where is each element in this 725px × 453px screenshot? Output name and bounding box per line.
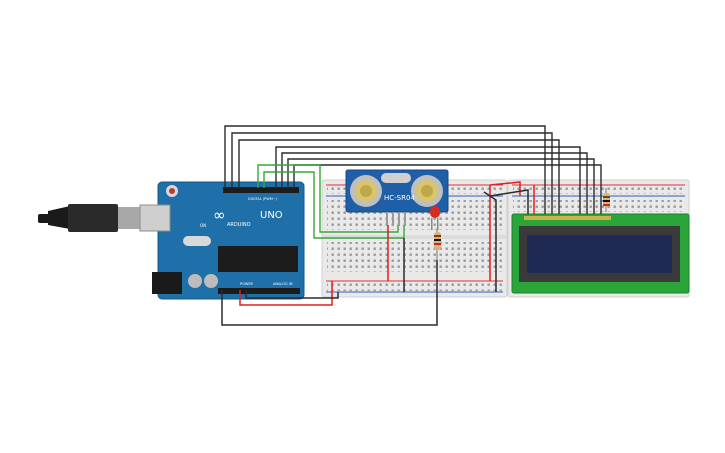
arduino-on-label: ON [200,223,206,228]
ultrasonic-sensor: HC-SR04 [345,169,449,226]
power-wires [221,181,535,326]
resistor-lcd [603,188,610,212]
arduino-uno-board: ∞ UNO ARDUINO ON DIGITAL (PWM~) POWER AN… [139,181,305,300]
led [430,206,440,230]
arduino-analog-header: ANALOG IN [273,282,293,286]
lcd-data-wires [224,125,602,214]
resistor-led [434,228,441,260]
arduino-power-header: POWER [240,282,254,286]
arduino-brand-label: ARDUINO [227,222,251,228]
sensor-label: HC-SR04 [384,194,415,202]
arduino-digital-header: DIGITAL (PWM~) [248,197,278,201]
sensor-signal-wires [257,164,405,239]
arduino-model-label: UNO [260,210,283,221]
svg-text:∞: ∞ [213,206,226,224]
lcd-display [511,213,690,294]
